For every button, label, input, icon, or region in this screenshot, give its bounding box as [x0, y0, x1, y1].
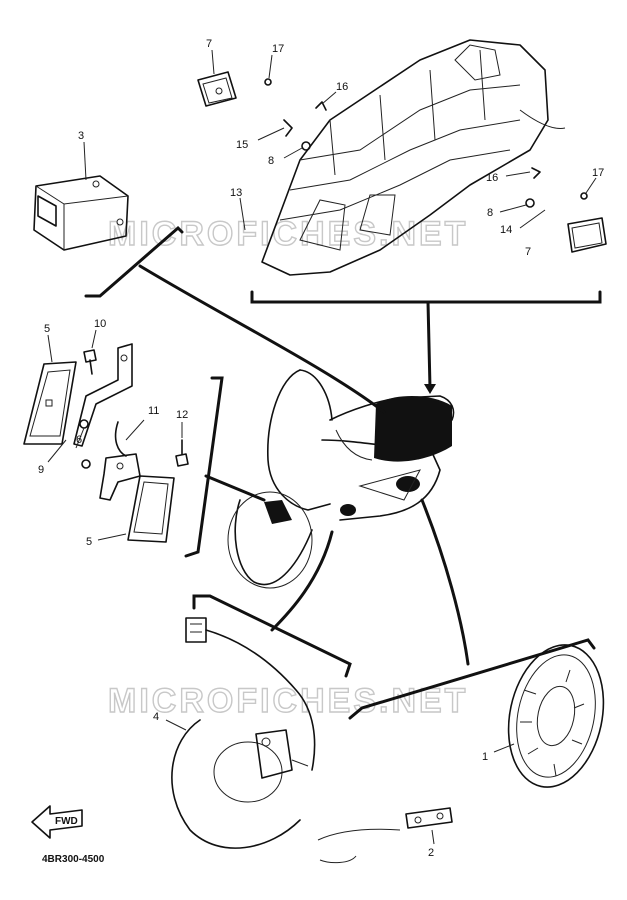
part-7-top-drawing [197, 71, 237, 107]
callout-5-lower: 5 [86, 536, 92, 548]
leader-to-part-1 [420, 498, 470, 666]
callout-17-top: 17 [272, 43, 284, 55]
leader-to-part-3 [138, 264, 386, 414]
callout-14: 14 [500, 224, 512, 236]
forward-arrow-icon [31, 805, 83, 839]
callout-1: 1 [482, 751, 488, 763]
callout-3: 3 [78, 130, 84, 142]
forward-arrow-label: FWD [55, 816, 78, 827]
motorcycle-silhouette [227, 369, 455, 589]
callout-12: 12 [176, 409, 188, 421]
callout-8-right: 8 [487, 207, 493, 219]
callout-16-top: 16 [336, 81, 348, 93]
callout-7-right: 7 [525, 246, 531, 258]
frame-seat-pan-drawing [261, 39, 566, 276]
brake-pad-lower-drawing [127, 475, 175, 543]
watermark-bottom: MICROFICHES.NET [108, 682, 468, 720]
callout-8-top: 8 [268, 155, 274, 167]
bracket-left-group [184, 376, 224, 558]
callout-2: 2 [428, 847, 434, 859]
bracket-plate-drawing [73, 343, 133, 447]
brake-pad-upper-drawing [23, 361, 77, 445]
part-2-chain-drawing [317, 807, 453, 864]
callout-7-top: 7 [206, 38, 212, 50]
leader-to-left-group [204, 474, 266, 502]
callout-4: 4 [153, 711, 159, 723]
bracket-top-group [250, 290, 602, 304]
callout-16-right: 16 [486, 172, 498, 184]
part-7-right-drawing [567, 217, 607, 253]
callout-5-upper: 5 [44, 323, 50, 335]
bracket-part-1-group [348, 638, 596, 720]
part-3-drawing [33, 175, 129, 251]
leader-to-top-group [426, 300, 432, 390]
part-1-sprocket-drawing [507, 644, 605, 788]
bracket-part-3 [84, 225, 184, 298]
callout-10: 10 [94, 318, 106, 330]
bolt-12-drawing [175, 439, 189, 467]
bracket-part-4-group [192, 594, 352, 678]
brake-caliper-bracket-drawing [99, 421, 141, 501]
bolt-10-drawing [83, 349, 97, 375]
part-4-drawing [171, 617, 316, 849]
leader-arrow-top-group [424, 384, 436, 394]
callout-17-right: 17 [592, 167, 604, 179]
callout-13: 13 [230, 187, 242, 199]
watermark-top: MICROFICHES.NET [108, 215, 468, 253]
callout-11: 11 [148, 405, 159, 417]
callout-15: 15 [236, 139, 248, 151]
callout-9: 9 [38, 464, 44, 476]
leader-to-part-4 [270, 530, 334, 632]
callout-6: 6 [76, 434, 82, 446]
drawing-code: 4BR300-4500 [42, 854, 105, 865]
